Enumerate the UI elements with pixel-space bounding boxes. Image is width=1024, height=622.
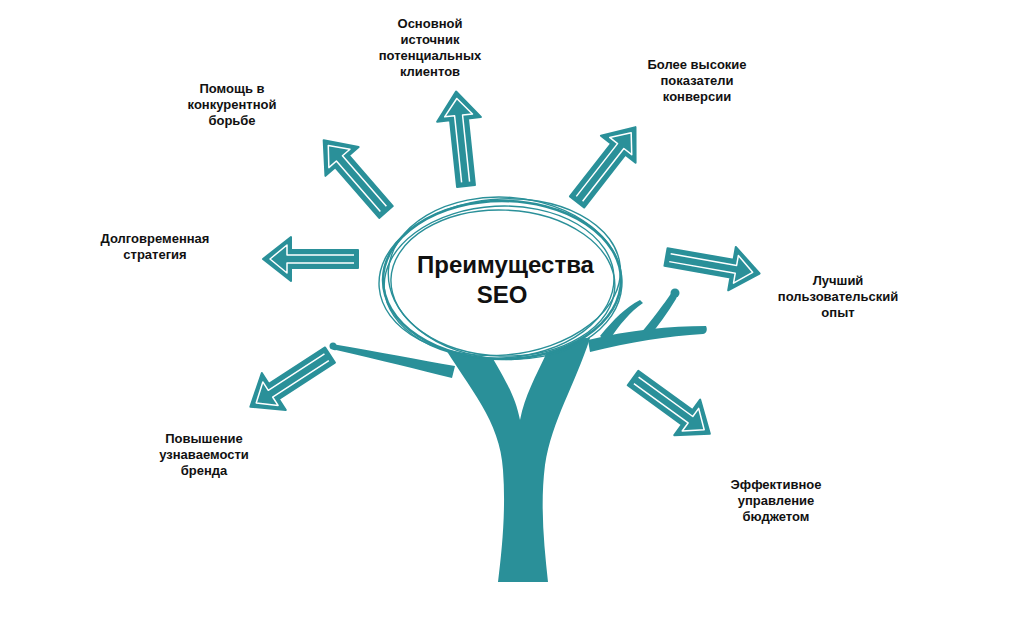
arrow [238, 337, 342, 426]
benefit-label: Долговременная стратегия [85, 231, 225, 263]
benefit-label: Более высокие показатели конверсии [637, 57, 757, 105]
benefit-label: Повышение узнаваемости бренда [152, 431, 256, 479]
circle-stroke [383, 189, 628, 367]
arrow [560, 114, 653, 216]
benefit-label: Лучший пользовательский опыт [768, 273, 908, 321]
central-title: Преимущества SEO [417, 250, 587, 310]
circle-stroke [383, 201, 621, 359]
benefit-text: Основной источник потенциальных клиентов [379, 16, 482, 79]
arrow [263, 237, 358, 281]
tree-branch [331, 344, 455, 378]
tree-trunk [440, 338, 590, 582]
benefit-label: Основной источник потенциальных клиентов [375, 16, 485, 80]
arrow [307, 126, 403, 227]
arrow [620, 360, 723, 451]
circle-outline [379, 197, 625, 363]
benefit-text: Лучший пользовательский опыт [778, 273, 898, 320]
branch-tip [671, 289, 680, 298]
benefit-label: Эффективное управление бюджетом [724, 477, 828, 525]
circle-stroke [372, 189, 627, 365]
benefit-text: Долговременная стратегия [101, 231, 210, 262]
benefit-text: Более высокие показатели конверсии [647, 57, 746, 104]
benefit-text: Эффективное управление бюджетом [731, 477, 822, 524]
benefit-text: Повышение узнаваемости бренда [159, 431, 249, 478]
node-text-group: Преимущества SEO [417, 250, 587, 310]
circle-fill [383, 201, 621, 359]
central-circle: Преимущества SEO [379, 197, 625, 363]
branch-tip [330, 343, 337, 350]
arrow [662, 235, 763, 295]
circle-stroke [388, 206, 617, 360]
benefit-label: Помощь в конкурентной борьбе [180, 81, 284, 129]
arrow [434, 89, 488, 188]
trunk-fork [488, 350, 548, 420]
tree-branch [640, 292, 677, 338]
benefit-text: Помощь в конкурентной борьбе [188, 81, 277, 128]
